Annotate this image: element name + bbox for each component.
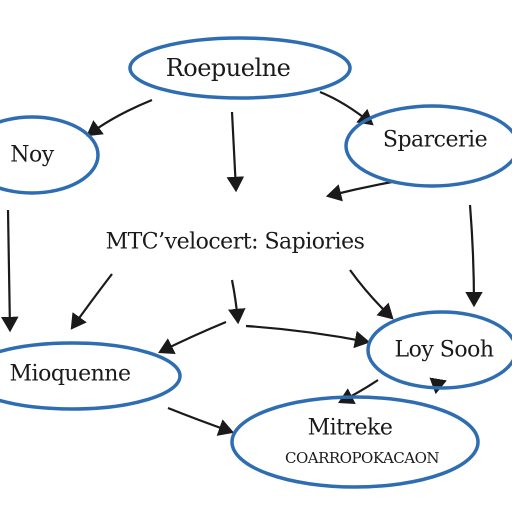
node-ellipse-top[interactable]	[128, 36, 352, 100]
node-label-bottom-left: Mioquenne	[9, 361, 131, 387]
connector-center-to-bottom-left	[70, 273, 113, 330]
node-ellipse-bottom[interactable]	[230, 395, 480, 489]
connector-center-to-bottom-right	[245, 324, 371, 349]
connector-center-down	[228, 279, 246, 325]
node-ellipse-bottom-left[interactable]	[0, 341, 182, 411]
node-sublabel-bottom: COARROPOKACAON	[284, 449, 440, 467]
node-ellipse-bottom-right[interactable]	[366, 310, 512, 390]
node-label-top: Roepuelne	[165, 54, 291, 82]
center-title: MTC’velocert: Sapiories	[105, 229, 365, 255]
connector-center-to-bottom-left-2	[158, 320, 227, 354]
connector-top-to-left	[86, 98, 153, 137]
connector-bottom-right-loop	[429, 377, 447, 395]
node-ellipse-left[interactable]	[0, 115, 100, 195]
connector-center-to-bottom-right-2	[349, 269, 394, 320]
connector-right-to-bottom-right	[465, 204, 483, 308]
connector-bottom-left-to-bottom	[167, 406, 235, 436]
connector-right-to-center	[325, 180, 393, 202]
connector-bottom-right-to-bottom	[338, 379, 379, 404]
connector-top-to-right	[319, 90, 374, 126]
connector-center-to-left	[0, 209, 19, 333]
node-label-bottom-right: Loy Sooh	[394, 337, 494, 363]
node-ellipse-right[interactable]	[344, 104, 512, 188]
node-label-bottom: Mitreke	[307, 415, 393, 441]
node-label-left: Noy	[10, 142, 54, 168]
node-label-right: Sparcerie	[382, 127, 488, 153]
connector-top-to-center	[226, 111, 245, 193]
